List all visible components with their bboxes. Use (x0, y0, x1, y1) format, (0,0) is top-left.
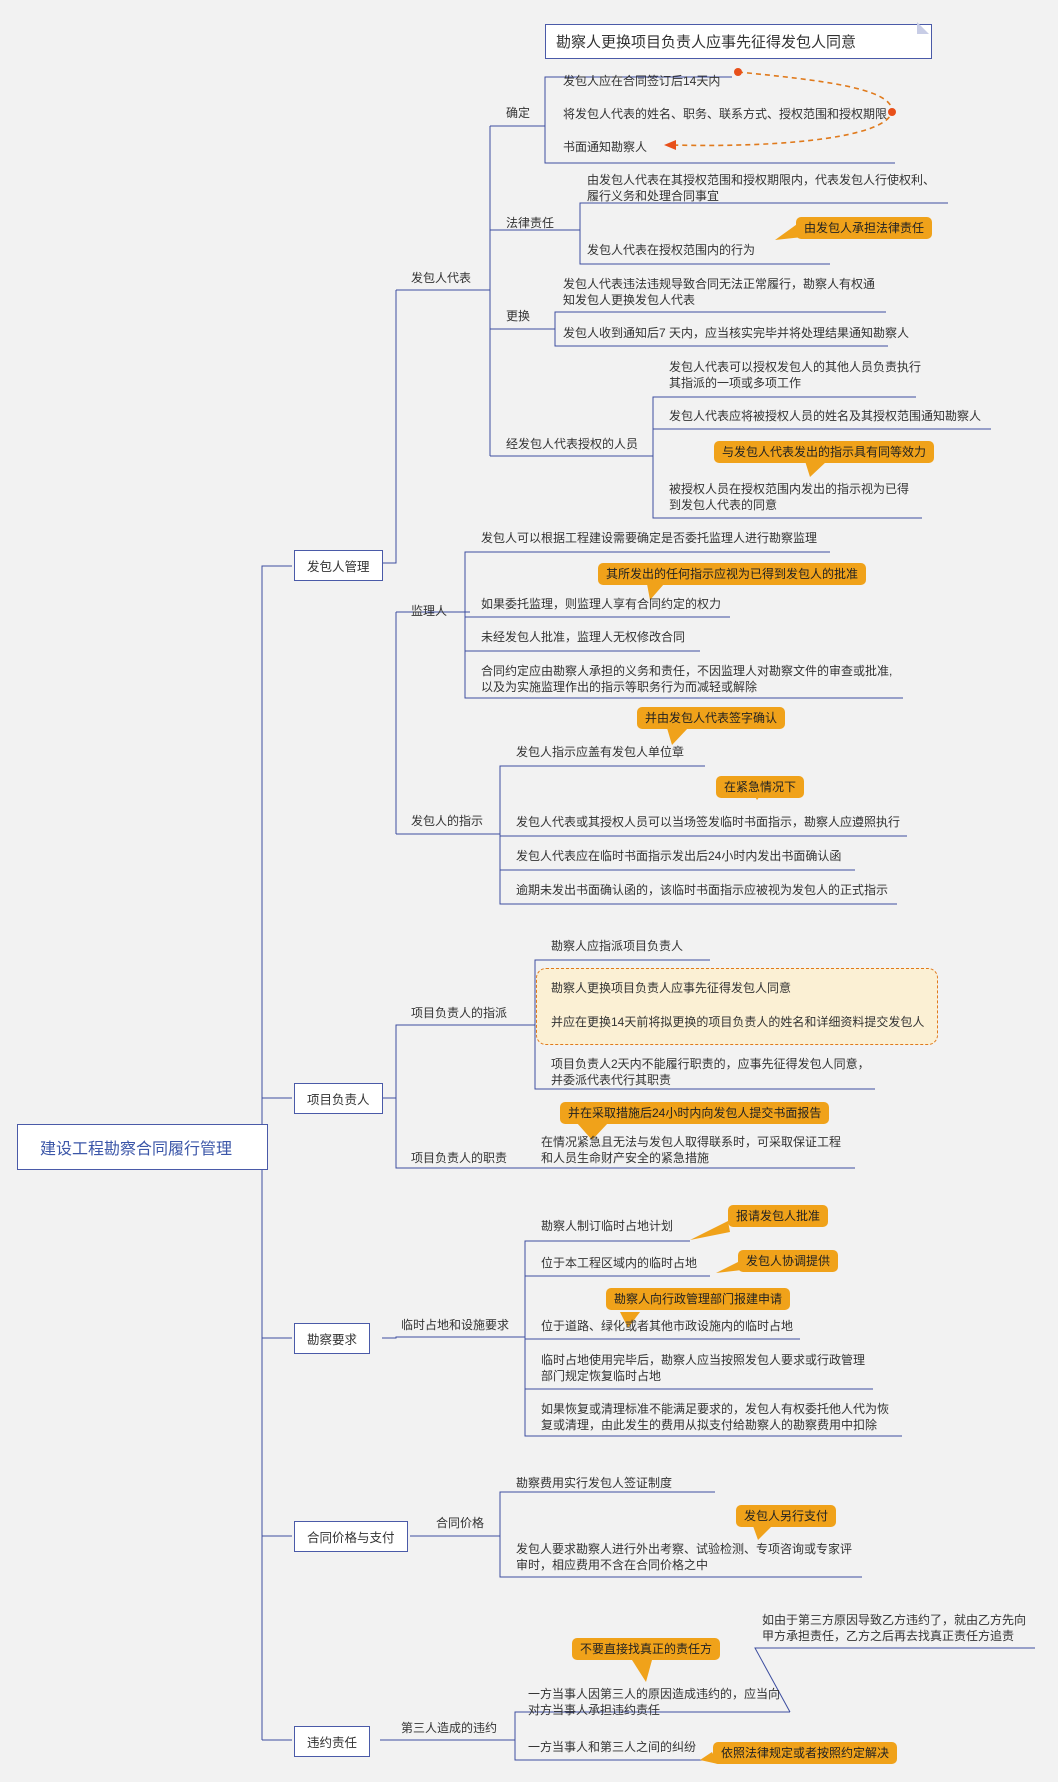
callout-linshi-1: 报请发包人批准 (728, 1205, 829, 1227)
list-item: 被授权人员在授权范围内发出的指示视为已得 (669, 482, 910, 496)
node-queding[interactable]: 确定 (506, 106, 531, 120)
node-zhishi[interactable]: 发包人的指示 (411, 814, 484, 828)
node-zhize[interactable]: 项目负责人的职责 (411, 1151, 508, 1165)
list-item: 由发包人代表在其授权范围和授权期限内，代表发包人行使权利、 (587, 173, 936, 187)
list-item: 发包人可以根据工程建设需要确定是否委托监理人进行勘察监理 (481, 531, 818, 545)
list-item: 一方当事人因第三人的原因造成违约的，应当向 (528, 1687, 781, 1701)
node-shouquan[interactable]: 经发包人代表授权的人员 (506, 437, 639, 451)
list-item: 知发包人更换发包人代表 (563, 293, 696, 307)
list-item: 审时，相应费用不含在合同价格之中 (516, 1558, 709, 1572)
node-falv[interactable]: 法律责任 (506, 216, 555, 230)
callout-falv: 由发包人承担法律责任 (796, 217, 933, 239)
list-item: 项目负责人2天内不能履行职责的，应事先征得发包人同意， (551, 1057, 870, 1071)
list-item: 其指派的一项或多项工作 (669, 376, 802, 390)
branch-fabao[interactable]: 发包人管理 (294, 550, 383, 581)
list-item: 部门规定恢复临时占地 (541, 1369, 662, 1383)
root-node[interactable]: 建设工程勘察合同履行管理 (17, 1124, 268, 1170)
node-jiage[interactable]: 合同价格 (436, 1516, 485, 1530)
list-item: 到发包人代表的同意 (669, 498, 778, 512)
list-item: 勘察费用实行发包人签证制度 (516, 1476, 673, 1490)
node-jianli[interactable]: 监理人 (411, 604, 448, 618)
callout-shouquan: 与发包人代表发出的指示具有同等效力 (714, 441, 935, 463)
top-note: 勘察人更换项目负责人应事先征得发包人同意 (545, 24, 932, 59)
list-item: 发包人代表可以授权发包人的其他人员负责执行 (669, 360, 922, 374)
list-item: 勘察人制订临时占地计划 (541, 1219, 674, 1233)
list-item: 勘察人应指派项目负责人 (551, 939, 684, 953)
list-item: 并委派代表代行其职责 (551, 1073, 672, 1087)
list-item: 勘察人更换项目负责人应事先征得发包人同意 (551, 981, 792, 995)
note-fold-icon (917, 22, 929, 34)
callout-disanfang-2: 依照法律规定或者按照约定解决 (713, 1742, 898, 1764)
list-item: 复或清理，由此发生的费用从拟支付给勘察人的勘察费用中扣除 (541, 1418, 878, 1432)
list-item: 以及为实施监理作出的指示等职务行为而减轻或解除 (481, 680, 758, 694)
callout-zhishi-1: 并由发包人代表签字确认 (637, 707, 786, 729)
list-item: 和人员生命财产安全的紧急措施 (541, 1151, 710, 1165)
branch-xiangmu[interactable]: 项目负责人 (294, 1083, 383, 1114)
list-item: 履行义务和处理合同事宜 (587, 189, 720, 203)
list-item: 如果恢复或清理标准不能满足要求的，发包人有权委托他人代为恢 (541, 1402, 890, 1416)
list-item: 发包人指示应盖有发包人单位章 (516, 745, 685, 759)
node-daibiao[interactable]: 发包人代表 (411, 271, 472, 285)
callout-linshi-2: 发包人协调提供 (738, 1250, 839, 1272)
list-item: 书面通知勘察人 (563, 140, 648, 154)
list-item: 发包人代表或其授权人员可以当场签发临时书面指示，勘察人应遵照执行 (516, 815, 901, 829)
node-genghuan[interactable]: 更换 (506, 309, 531, 323)
callout-linshi-3: 勘察人向行政管理部门报建申请 (606, 1288, 791, 1310)
branch-hetong[interactable]: 合同价格与支付 (294, 1521, 408, 1552)
list-item: 在情况紧急且无法与发包人取得联系时，可采取保证工程 (541, 1135, 842, 1149)
list-item: 一方当事人和第三人之间的纠纷 (528, 1740, 697, 1754)
list-item: 对方当事人承担违约责任 (528, 1703, 661, 1717)
node-disanfang[interactable]: 第三人造成的违约 (401, 1721, 498, 1735)
callout-jianli: 其所发出的任何指示应视为已得到发包人的批准 (598, 563, 867, 585)
node-zhipai[interactable]: 项目负责人的指派 (411, 1006, 508, 1020)
branch-kancha[interactable]: 勘察要求 (294, 1323, 371, 1354)
list-item: 位于道路、绿化或者其他市政设施内的临时占地 (541, 1319, 794, 1333)
list-item: 合同约定应由勘察人承担的义务和责任，不因监理人对勘察文件的审查或批准, (481, 664, 893, 678)
node-linshi[interactable]: 临时占地和设施要求 (401, 1318, 510, 1332)
list-item: 发包人代表在授权范围内的行为 (587, 243, 756, 257)
list-item: 如由于第三方原因导致乙方违约了，就由乙方先向 (762, 1613, 1027, 1627)
highlight-group (536, 968, 938, 1045)
list-item: 并应在更换14天前将拟更换的项目负责人的姓名和详细资料提交发包人 (551, 1015, 925, 1029)
list-item: 临时占地使用完毕后，勘察人应当按照发包人要求或行政管理 (541, 1353, 866, 1367)
callout-disanfang-1: 不要直接找真正的责任方 (572, 1638, 721, 1660)
list-item: 发包人代表违法违规导致合同无法正常履行，勘察人有权通 (563, 277, 876, 291)
list-item: 如果委托监理，则监理人享有合同约定的权力 (481, 597, 722, 611)
list-item: 将发包人代表的姓名、职务、联系方式、授权范围和授权期限 (563, 107, 888, 121)
list-item: 发包人代表应将被授权人员的姓名及其授权范围通知勘察人 (669, 409, 982, 423)
callout-jiage: 发包人另行支付 (736, 1505, 837, 1527)
branch-weiyue[interactable]: 违约责任 (294, 1726, 371, 1757)
callout-zhishi-2: 在紧急情况下 (716, 776, 805, 798)
list-item: 未经发包人批准，监理人无权修改合同 (481, 630, 686, 644)
list-item: 位于本工程区域内的临时占地 (541, 1256, 698, 1270)
list-item: 逾期未发出书面确认函的，该临时书面指示应被视为发包人的正式指示 (516, 883, 889, 897)
list-item: 发包人要求勘察人进行外出考察、试验检测、专项咨询或专家评 (516, 1542, 853, 1556)
list-item: 发包人代表应在临时书面指示发出后24小时内发出书面确认函 (516, 849, 842, 863)
list-item: 发包人收到通知后7 天内，应当核实完毕并将处理结果通知勘察人 (563, 326, 910, 340)
list-item: 甲方承担责任，乙方之后再去找真正责任方追责 (762, 1629, 1015, 1643)
callout-zhize: 并在采取措施后24小时内向发包人提交书面报告 (560, 1102, 830, 1124)
list-item: 发包人应在合同签订后14天内 (563, 74, 721, 88)
